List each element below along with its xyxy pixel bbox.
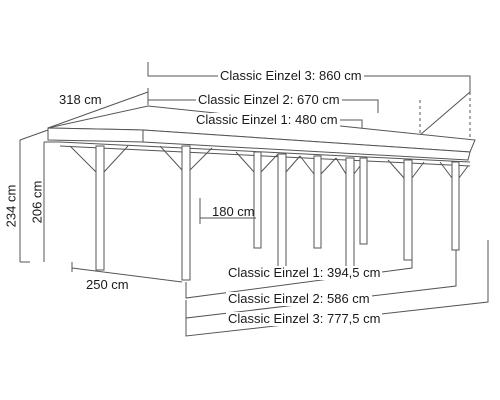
roof-side-fascia: [142, 129, 471, 161]
roof-fascia: [47, 127, 144, 143]
bottom-length-label-2: Classic Einzel 2: 586 cm: [226, 291, 372, 306]
top-length-label-3: Classic Einzel 3: 860 cm: [218, 68, 364, 83]
ground-width-label: 250 cm: [86, 277, 129, 292]
dim-line-586: [185, 250, 457, 319]
post: [181, 145, 191, 281]
top-length-label-2: Classic Einzel 2: 670 cm: [196, 92, 342, 107]
clearance-label: 180 cm: [212, 204, 255, 219]
roof: [47, 105, 476, 167]
post: [345, 157, 355, 271]
post: [253, 151, 262, 249]
height-dimensions: [19, 129, 62, 263]
clearance-dimension: [199, 198, 256, 224]
side-posts: [235, 151, 469, 277]
top-length-label-1: Classic Einzel 1: 480 cm: [194, 112, 340, 127]
ground-width-dimension: [71, 262, 183, 283]
post: [95, 145, 105, 271]
post: [359, 157, 368, 245]
total-height-label: 234 cm: [3, 184, 19, 228]
post: [277, 153, 287, 277]
bottom-length-label-3: Classic Einzel 3: 777,5 cm: [226, 311, 383, 326]
post: [403, 159, 413, 261]
post: [313, 155, 322, 249]
roof-width-label: 318 cm: [59, 92, 102, 107]
front-structure: [69, 145, 213, 281]
clear-height-label: 206 cm: [29, 180, 45, 224]
bottom-length-label-1: Classic Einzel 1: 394,5 cm: [226, 265, 383, 280]
post: [451, 161, 460, 251]
